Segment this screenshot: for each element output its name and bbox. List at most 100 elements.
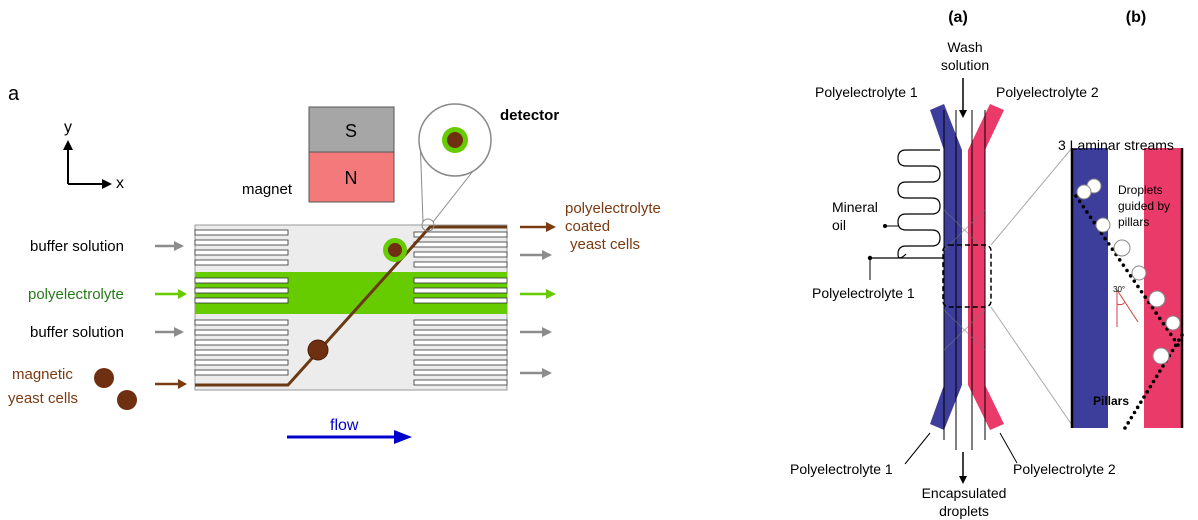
channel-slot — [194, 349, 289, 356]
pillars-label: Pillars — [1093, 394, 1129, 408]
channel-slot — [194, 319, 289, 326]
pillar — [1074, 194, 1078, 198]
magnet-label: magnet — [242, 181, 293, 198]
magnetic-label-2: yeast cells — [8, 390, 78, 407]
buffer-label-bottom: buffer solution — [30, 324, 124, 341]
pillar — [1172, 337, 1177, 342]
channel-slot — [413, 339, 508, 346]
channel-slot — [413, 261, 508, 268]
encap-label-2: droplets — [939, 503, 989, 519]
magnet-south — [308, 106, 395, 153]
pillar — [1126, 421, 1130, 425]
pillar — [1128, 274, 1133, 278]
channel-slot — [413, 241, 508, 248]
coated-cell-core — [388, 243, 402, 257]
channel-slot — [194, 277, 289, 284]
channel-slot — [194, 359, 289, 366]
xy-axes: y x — [63, 119, 124, 192]
pillar — [1077, 199, 1082, 204]
output-label-1: polyelectrolyte — [565, 200, 661, 217]
channel-slot — [413, 349, 508, 356]
pillar — [1103, 236, 1107, 241]
poly2-bottom-label: Polyelectrolyte 2 — [1013, 461, 1116, 477]
pillar — [1132, 279, 1137, 283]
channel-slot — [413, 319, 508, 326]
wash-label-2: solution — [941, 57, 989, 73]
cell-on-path — [307, 339, 329, 361]
channel-slot — [413, 231, 508, 238]
channel-slot — [413, 251, 508, 258]
pillar — [1129, 415, 1134, 420]
pillar — [1161, 321, 1166, 326]
axis-x-label: x — [116, 175, 124, 192]
magnet: S N magnet — [242, 106, 395, 203]
pillar — [1150, 305, 1155, 310]
angle-indicator — [1116, 289, 1139, 327]
mineral-label-1: Mineral — [832, 199, 878, 215]
pillar — [1088, 215, 1093, 220]
blue-channel — [930, 104, 962, 430]
pillar — [1177, 338, 1181, 342]
magnet-s-label: S — [345, 121, 357, 141]
channel-slot — [194, 249, 289, 256]
pillar — [1081, 204, 1086, 209]
pillar — [1139, 289, 1144, 294]
channel-slot — [194, 369, 289, 376]
outlet-slots — [413, 231, 508, 386]
channel-slot — [413, 359, 508, 366]
pillar — [1158, 369, 1162, 373]
pillar — [1142, 395, 1146, 399]
pillar — [1154, 311, 1158, 315]
poly1-bottom-label: Polyelectrolyte 1 — [790, 461, 893, 477]
pillar — [1145, 390, 1149, 394]
encap-label-1: Encapsulated — [922, 485, 1007, 501]
channel-slot — [413, 287, 508, 294]
pillar — [1151, 379, 1156, 384]
panel-letter-a: a — [8, 83, 20, 105]
right-panel-b: (b) 3 Laminar streams Droplets guided by… — [1058, 9, 1184, 430]
channel-cross-lines — [943, 209, 986, 351]
angle-label: 30° — [1113, 285, 1125, 294]
droplets-label-3: pillars — [1118, 215, 1149, 229]
pink-channel — [968, 104, 1004, 430]
label-a: (a) — [948, 9, 968, 26]
output-label-2: coated — [565, 218, 610, 235]
magnetic-cell-2 — [117, 390, 137, 410]
pink-stream — [1144, 148, 1182, 428]
right-panel-a: (a) Wash solution Polyelectrolyte 1 Poly… — [790, 9, 1116, 519]
droplets-label-1: Droplets — [1118, 183, 1163, 197]
detector-label: detector — [500, 107, 559, 124]
pillar — [1132, 410, 1137, 415]
polyelectrolyte-label: polyelectrolyte — [28, 286, 124, 303]
channel-slot — [413, 329, 508, 336]
channel-slot — [194, 229, 289, 236]
inlet-slots — [194, 229, 289, 376]
pillar — [1148, 384, 1153, 389]
pillar — [1170, 348, 1175, 353]
pillar — [1139, 400, 1143, 404]
pillar — [1117, 258, 1122, 262]
pillar — [1123, 426, 1127, 430]
left-panel: a y x S N magnet — [8, 83, 661, 444]
droplets — [1076, 178, 1181, 365]
pillar — [1085, 210, 1089, 214]
pillar — [1173, 343, 1178, 348]
channel-slot — [413, 277, 508, 284]
channel-slot — [194, 259, 289, 266]
wash-label-1: Wash — [947, 39, 982, 55]
poly1-top-label: Polyelectrolyte 1 — [815, 84, 918, 100]
pillar — [1110, 247, 1115, 252]
pillar — [1092, 220, 1097, 225]
pillar — [1154, 374, 1159, 379]
mineral-label-2: oil — [832, 217, 846, 233]
channel-slot — [413, 297, 508, 304]
poly2-top-label: Polyelectrolyte 2 — [996, 84, 1099, 100]
label-b: (b) — [1126, 9, 1146, 26]
magnetic-label-1: magnetic — [12, 366, 73, 383]
detector: detector — [418, 103, 559, 232]
cell-trajectory — [195, 225, 507, 387]
channel-slot — [194, 329, 289, 336]
laminar-label: 3 Laminar streams — [1058, 137, 1174, 153]
output-label-3: yeast cells — [570, 236, 640, 253]
